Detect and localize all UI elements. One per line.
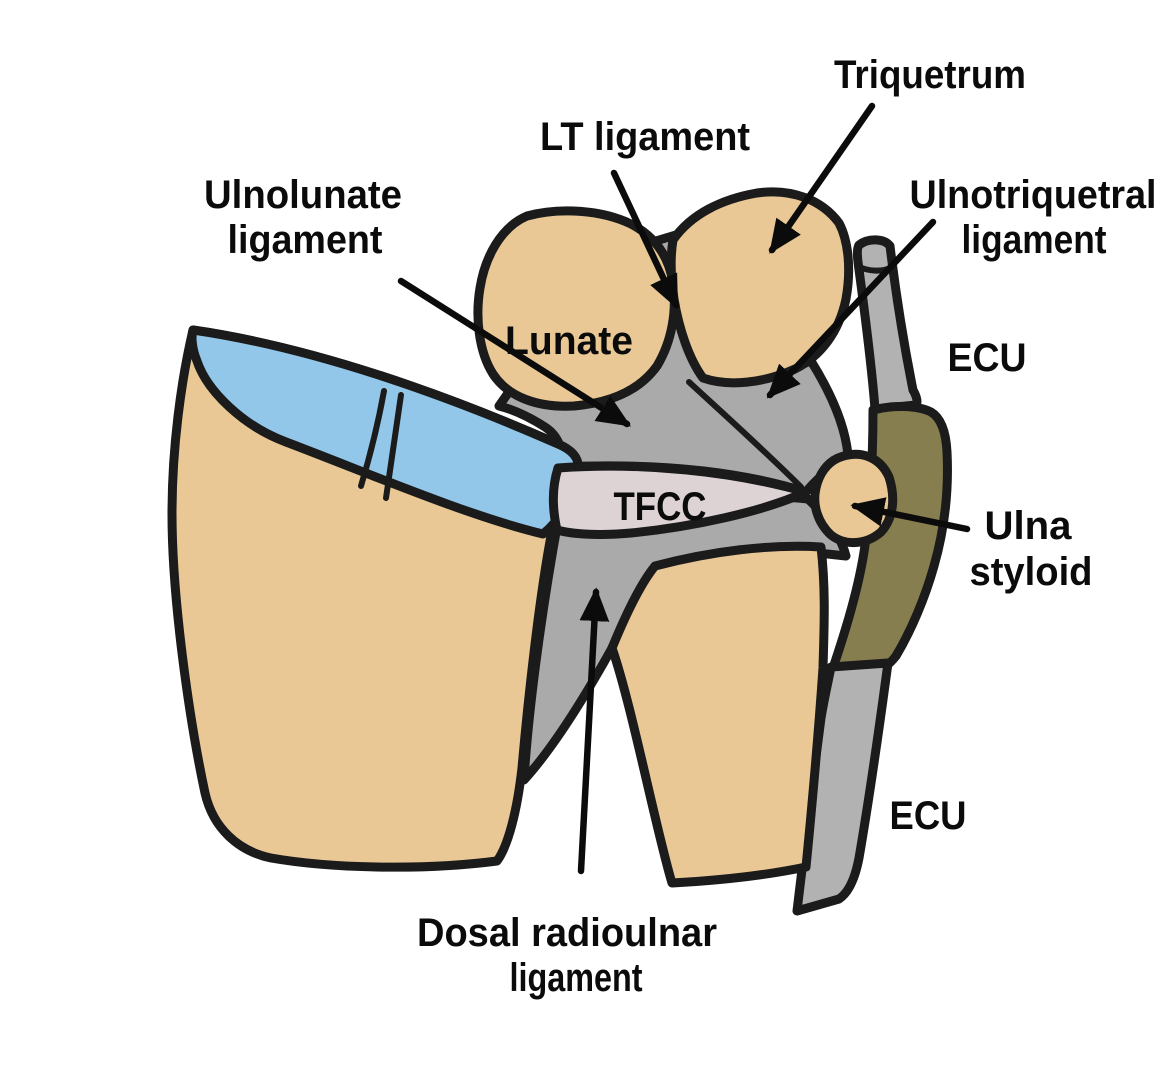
ulna-styloid	[810, 449, 898, 547]
ulna-styloid-label-line2: styloid	[970, 550, 1093, 594]
tfcc-region	[548, 461, 811, 539]
ulna-styloid-arrow	[850, 497, 971, 533]
ecu-sheath	[828, 402, 952, 673]
ecu-tendon-upper	[852, 235, 922, 414]
dorsal-radioulnar-ligament-label-line2: ligament	[510, 956, 643, 1000]
triquetrum-bone	[666, 187, 854, 388]
lunate-label: Lunate	[505, 319, 633, 363]
articular-facet-divider-line-2	[383, 392, 404, 501]
dorsal-radioulnar-ligament-arrow	[577, 587, 610, 875]
triquetrum-label: Triquetrum	[834, 53, 1026, 97]
ulnotriquetral-ligament-arrow	[766, 218, 937, 399]
lt-ligament-arrow	[610, 169, 680, 310]
ulnotriquetral-ligament-label-line2: ligament	[962, 218, 1107, 262]
triquetrum-arrow	[768, 102, 876, 254]
ulna-styloid-label-line1: Ulna	[985, 504, 1073, 548]
ulna-bone	[607, 541, 829, 888]
radius-articular-surface	[187, 325, 583, 539]
ulnolunate-ligament-arrow	[397, 277, 631, 428]
ecu-lower-label: ECU	[890, 794, 967, 838]
articular-facet-divider-line-1	[358, 388, 387, 489]
ulnotriquetral-ligament-label-line1: Ulnotriquetral	[910, 173, 1157, 217]
ulnolunate-ulnotriquetral-divider-line	[686, 379, 804, 490]
tfcc-label: TFCC	[614, 485, 707, 529]
ulnolunate-ligament-label-line1: Ulnolunate	[204, 173, 402, 217]
dorsal-radioulnar-ligament-label-line1: Dosal radioulnar	[417, 911, 717, 955]
lt-ligament-label: LT ligament	[540, 115, 750, 159]
ecu-upper-label: ECU	[948, 336, 1027, 380]
ulnolunate-ligament-label-line2: ligament	[228, 218, 383, 262]
